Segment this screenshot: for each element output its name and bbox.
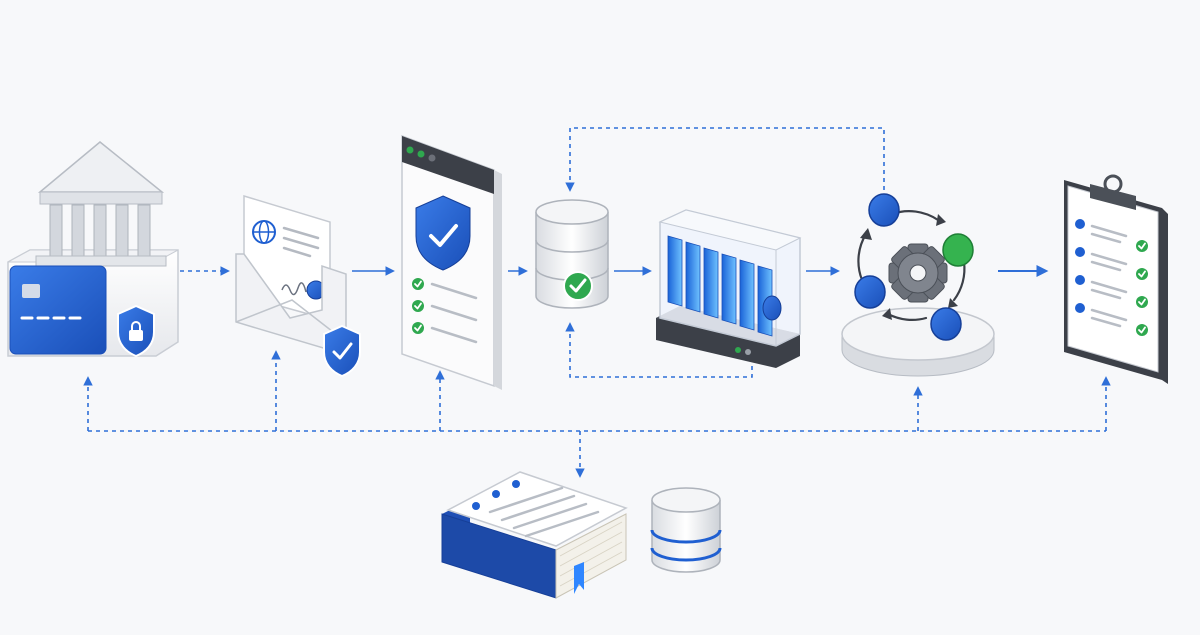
database-check-icon [535, 199, 609, 309]
checklist-rows [412, 278, 478, 344]
check-badge-icon [563, 271, 593, 301]
connectors [83, 127, 1111, 478]
gear-icon [888, 243, 948, 303]
globe-icon [252, 220, 276, 244]
ledger-book-icon [441, 471, 628, 599]
bank-card-lock-icon [7, 141, 179, 358]
clipboard-checklist-icon [1064, 174, 1168, 384]
envelope-signed-document-icon [235, 194, 361, 378]
bookmark-ribbon [574, 562, 584, 594]
storage-drives [667, 235, 773, 337]
shield-lock-icon [117, 304, 155, 358]
shield-check-icon [415, 195, 471, 271]
feedback-loop-top [565, 127, 885, 192]
browser-shield-checklist-icon [401, 134, 502, 390]
feedback-loop-bottom [565, 322, 753, 378]
server-storage-icon [656, 209, 802, 368]
database-icon [650, 487, 722, 573]
checklist-rows [1075, 219, 1148, 336]
gear-cycle-icon [841, 193, 995, 377]
shield-check-icon [323, 324, 361, 378]
